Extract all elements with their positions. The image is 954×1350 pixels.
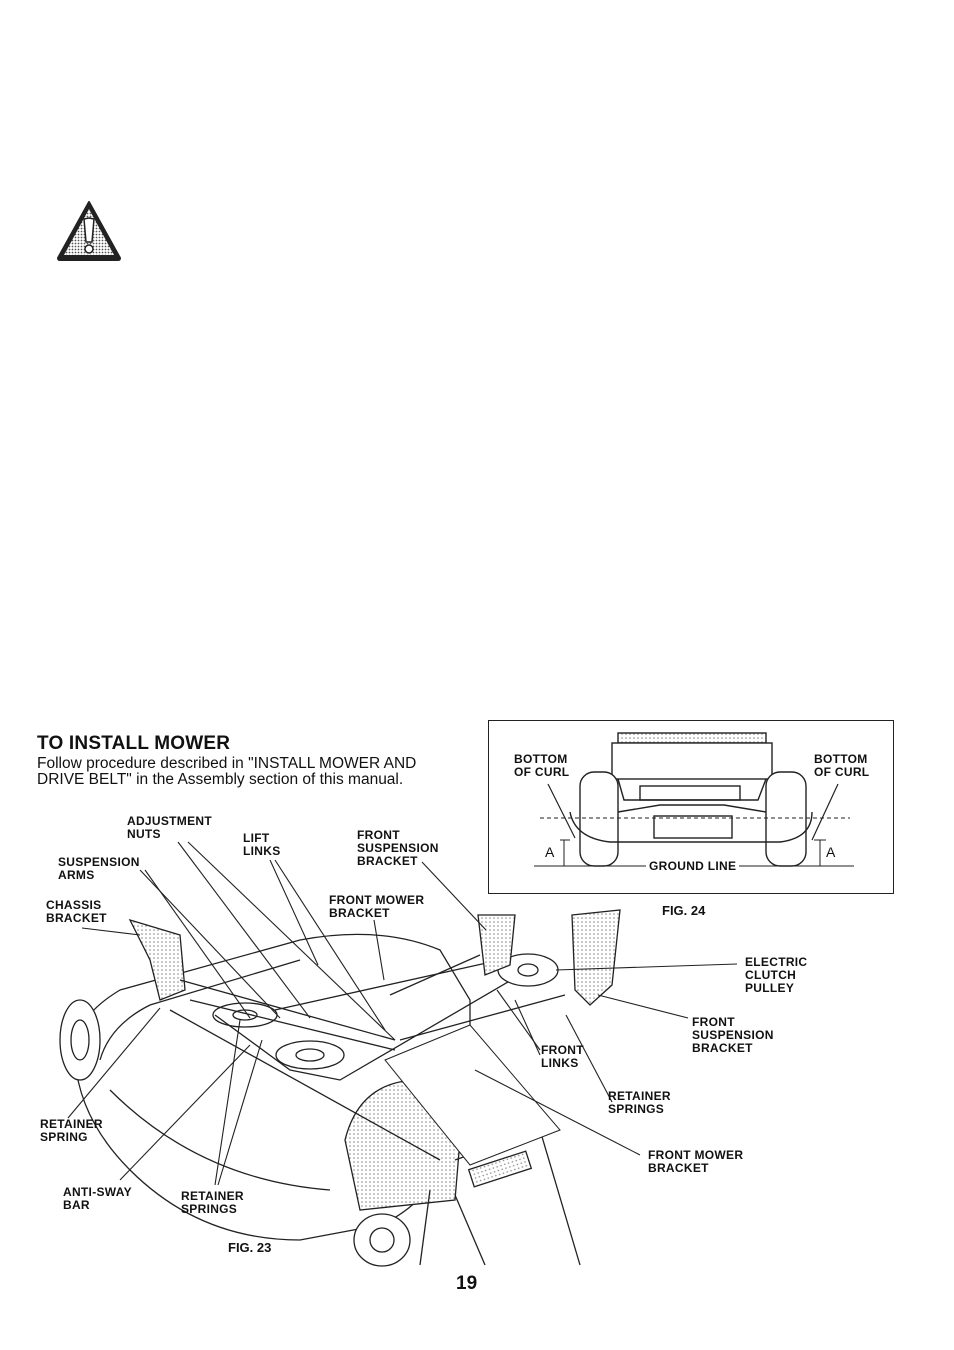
fig24-label-ground-line: GROUND LINE bbox=[646, 860, 740, 873]
page-number: 19 bbox=[456, 1273, 478, 1294]
fig24-label-a-right: A bbox=[826, 844, 836, 860]
fig23-label-front-links: FRONT LINKS bbox=[541, 1043, 584, 1070]
fig23-leader-lines bbox=[67, 841, 738, 1186]
fig24-tractor-drawing bbox=[534, 732, 854, 867]
warning-triangle-icon bbox=[57, 201, 121, 261]
fig24-label-a-left: A bbox=[545, 844, 555, 860]
section-heading: TO INSTALL MOWER bbox=[37, 733, 231, 754]
fig23-label-adjustment-nuts: ADJUSTMENT NUTS bbox=[127, 814, 213, 841]
fig24-frame bbox=[488, 720, 894, 894]
fig24-label-bottom-of-curl-right: BOTTOM OF CURL bbox=[814, 752, 870, 779]
fig23-label-suspension-arms: SUSPENSION ARMS bbox=[58, 855, 140, 882]
fig23-label-front-mower-bracket-bottom: FRONT MOWER BRACKET bbox=[648, 1148, 744, 1175]
fig24-caption: FIG. 24 bbox=[662, 903, 706, 918]
fig23-label-retainer-spring-left: RETAINER SPRING bbox=[40, 1117, 103, 1144]
fig23-label-electric-clutch-pulley: ELECTRIC CLUTCH PULLEY bbox=[745, 955, 808, 995]
fig23-mower-drawing bbox=[59, 909, 621, 1267]
section-body: Follow procedure described in "INSTALL M… bbox=[37, 755, 417, 788]
fig23-label-anti-sway-bar: ANTI-SWAY BAR bbox=[63, 1185, 132, 1212]
fig23-label-retainer-springs-right: RETAINER SPRINGS bbox=[608, 1089, 671, 1116]
fig24-label-bottom-of-curl-left: BOTTOM OF CURL bbox=[514, 752, 570, 779]
fig23-label-front-suspension-bracket-top: FRONT SUSPENSION BRACKET bbox=[357, 828, 439, 868]
fig23-label-front-suspension-bracket-right: FRONT SUSPENSION BRACKET bbox=[692, 1015, 774, 1055]
fig23-label-chassis-bracket: CHASSIS BRACKET bbox=[46, 898, 107, 925]
fig23-label-lift-links: LIFT LINKS bbox=[243, 831, 281, 858]
fig23-caption: FIG. 23 bbox=[228, 1240, 272, 1255]
fig23-label-front-mower-bracket-top: FRONT MOWER BRACKET bbox=[329, 893, 425, 920]
fig23-label-retainer-springs-bottom: RETAINER SPRINGS bbox=[181, 1189, 244, 1216]
